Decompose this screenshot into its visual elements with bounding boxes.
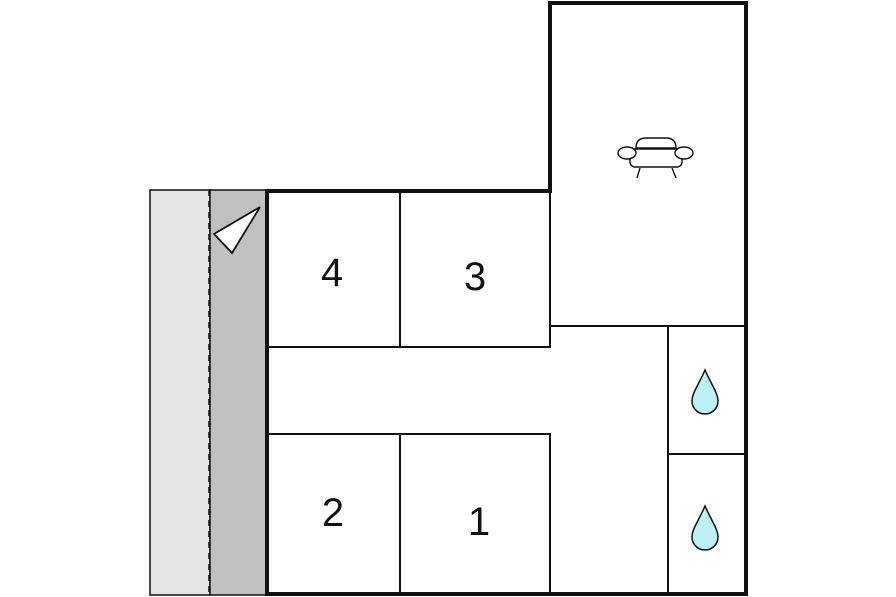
sofa-icon: [617, 137, 694, 179]
room-2-label: 2: [322, 491, 344, 535]
triangle-marker-icon: [212, 206, 261, 255]
room-1-label: 1: [468, 500, 490, 544]
room-4-label: 4: [321, 251, 343, 295]
inner-walls: [267, 191, 746, 594]
water-drop-icon: [691, 504, 719, 551]
water-drop-icon: [691, 368, 719, 415]
terrace-dark-area: [209, 189, 268, 596]
room-3-label: 3: [464, 255, 486, 299]
terrace-light-area: [149, 189, 211, 596]
